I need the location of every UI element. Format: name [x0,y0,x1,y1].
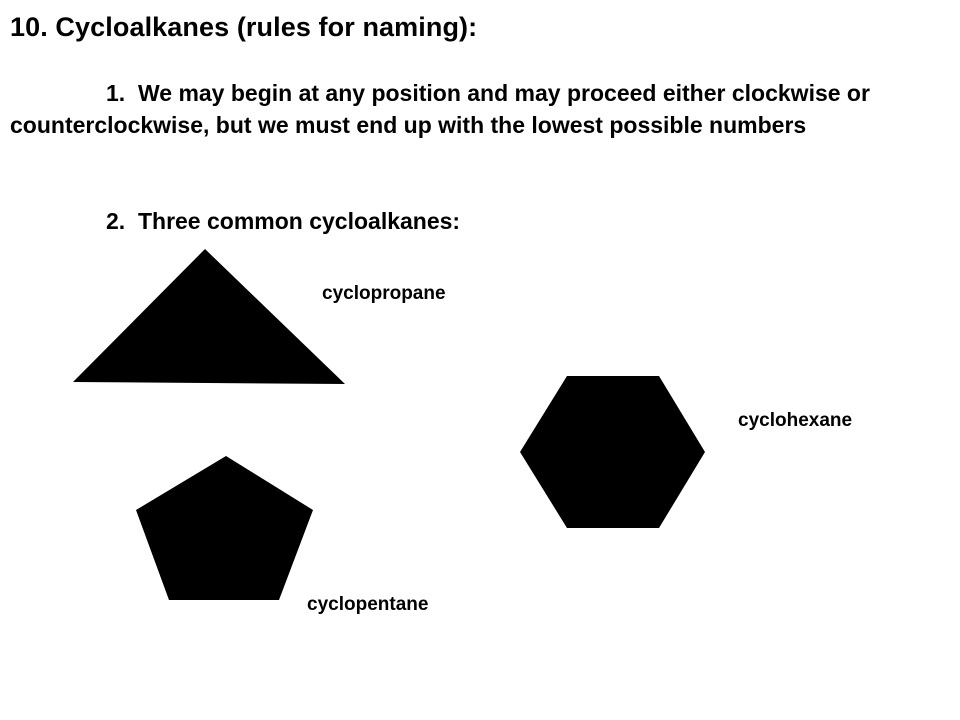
cyclohexane-label: cyclohexane [738,410,853,431]
cyclohexane-hexagon-icon [520,376,705,528]
rule-1-text: We may begin at any position and may pro… [10,80,870,138]
rule-1-number: 1. [106,80,126,106]
cyclopropane-label: cyclopropane [322,283,446,304]
rule-1: 1. We may begin at any position and may … [10,77,910,141]
slide-title: 10. Cycloalkanes (rules for naming): [10,12,478,42]
cyclopentane-label: cyclopentane [307,594,429,615]
rule-2: 2. Three common cycloalkanes: [10,205,910,237]
cyclopropane-triangle-icon [73,249,345,384]
rule-2-text: Three common cycloalkanes: [137,208,461,234]
cyclopentane-pentagon-icon [136,456,313,600]
rule-2-number: 2. [106,208,126,234]
